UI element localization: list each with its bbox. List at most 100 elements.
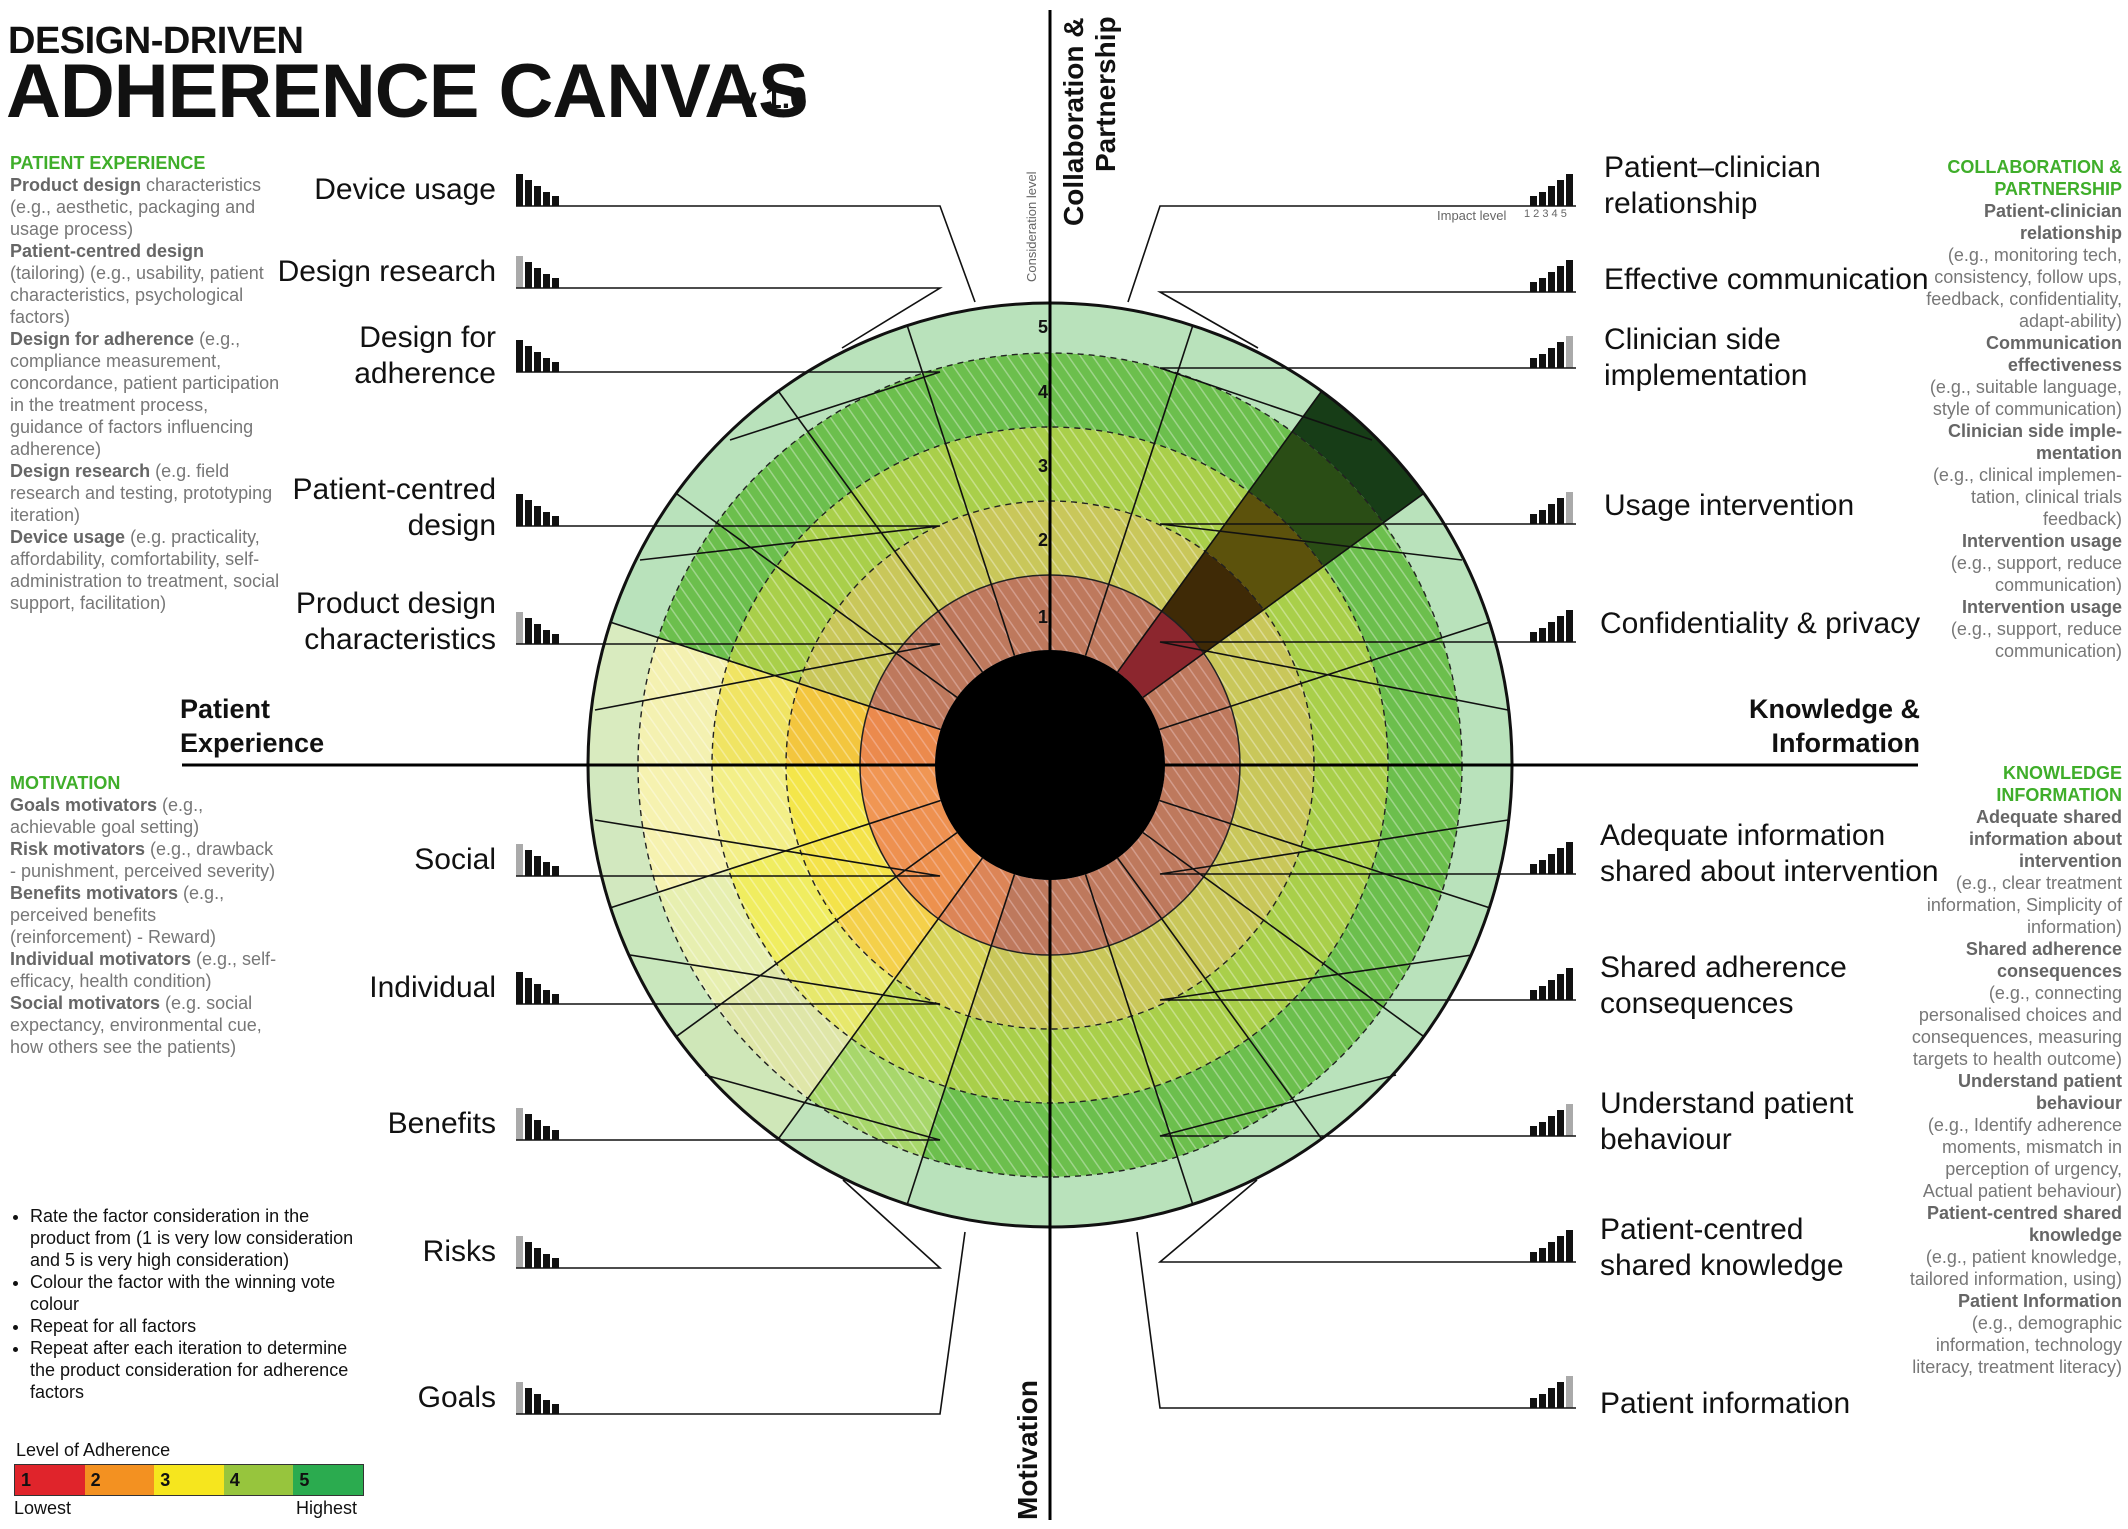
impact-level-icon: [552, 634, 559, 644]
hatch-overlay: [1050, 501, 1132, 585]
hatch-overlay: [1154, 373, 1293, 492]
ring-sector: [1248, 431, 1384, 567]
leader-line: [516, 1179, 943, 1269]
leader-line: [1127, 205, 1576, 303]
sector-divider: [675, 831, 958, 1038]
hatch-overlay: [1159, 706, 1240, 765]
impact-level-icon: [1548, 272, 1555, 292]
hatch-overlay: [1050, 1016, 1155, 1103]
impact-level-icon: [516, 340, 523, 372]
motivation-heading: MOTIVATION: [10, 773, 121, 793]
impact-level-icon: [1566, 260, 1573, 292]
pe-item: Product design characteristics (e.g., ae…: [10, 175, 262, 239]
impact-level-icon: [552, 362, 559, 372]
impact-level-icon: [543, 192, 550, 206]
impact-level-icon: [543, 512, 550, 526]
sector-divider: [1116, 857, 1323, 1140]
impact-level-icon: [1548, 504, 1555, 524]
pe-item: Design research (e.g. field research and…: [10, 461, 273, 525]
impact-level-icon: [1539, 192, 1546, 206]
hatch-overlay: [712, 660, 799, 765]
legend-level-3: 3: [154, 1465, 224, 1495]
impact-level-icon: [543, 990, 550, 1004]
patient-experience-description: PATIENT EXPERIENCE Product design charac…: [10, 152, 280, 614]
sector-divider: [777, 390, 984, 673]
hatch-overlay: [991, 874, 1050, 956]
impact-level-icon: [543, 274, 550, 288]
quadrant-motivation: Motivation: [1012, 1380, 1043, 1520]
hatch-overlay: [945, 427, 1050, 514]
factor-social: Social: [414, 843, 496, 876]
co-item: Patient-clinician relationship(e.g., mon…: [1926, 201, 2122, 331]
impact-level-icon: [1557, 266, 1564, 292]
leader-line: [1159, 954, 1576, 1001]
quadrant-left-line1: Patient: [180, 694, 271, 724]
pe-item: Design for adherence (e.g., compliance m…: [10, 329, 280, 459]
mo-item: Benefits motivators (e.g., perceived ben…: [10, 883, 225, 947]
leader-line: [1159, 641, 1576, 711]
hatch-overlay: [1117, 832, 1204, 919]
hatch-overlay: [1230, 765, 1315, 847]
impact-level-icon: [534, 186, 541, 206]
factor-risks: Risks: [422, 1235, 496, 1268]
hatch-overlay: [1159, 765, 1240, 824]
leader-line: [1156, 291, 1576, 349]
factor-confidentiality-privacy: Confidentiality & privacy: [1600, 607, 1921, 640]
hatch-overlay: [991, 575, 1050, 656]
hatch-overlay: [807, 1038, 946, 1157]
hatch-overlay: [798, 609, 897, 707]
impact-level-icon: [1530, 358, 1537, 368]
impact-level-icon: [534, 268, 541, 288]
knowledge-heading-line1: KNOWLEDGE: [2003, 763, 2122, 783]
impact-level-icon: [1566, 610, 1573, 642]
ring-number: 4: [1038, 382, 1048, 402]
impact-level-icon: [543, 358, 550, 372]
impact-level-icon: [525, 1388, 532, 1414]
impact-level-icon: [1566, 336, 1573, 368]
leader-line: [516, 371, 941, 441]
sector-divider: [1084, 874, 1194, 1205]
impact-level-icon: [534, 1120, 541, 1140]
hatch-overlay: [968, 945, 1050, 1029]
hatch-overlay: [776, 920, 895, 1039]
instruction-item: Repeat for all factors: [30, 1315, 374, 1337]
leader-line: [516, 1074, 941, 1141]
hatch-overlay: [1050, 874, 1109, 956]
ring-sector: [1050, 1156, 1193, 1227]
impact-level-icon: [534, 1394, 541, 1414]
impact-level-icon: [1539, 1394, 1546, 1408]
hatch-overlay: [786, 765, 870, 847]
legend-title: Level of Adherence: [16, 1440, 171, 1460]
sector-divider: [777, 857, 984, 1140]
ring-sector: [676, 1007, 808, 1139]
factor-usage-intervention: Usage intervention: [1604, 489, 1855, 522]
impact-level-icon: [1539, 986, 1546, 1000]
patient-experience-heading: PATIENT EXPERIENCE: [10, 153, 206, 173]
quadrant-collaboration-line2: Partnership: [1090, 16, 1121, 172]
hatch-overlay: [922, 1086, 1050, 1177]
impact-level-icon: [552, 196, 559, 206]
hatch-overlay: [776, 491, 895, 610]
leader-line: [516, 1231, 966, 1415]
hatch-overlay: [1085, 858, 1162, 946]
impact-level-icon: [552, 1404, 559, 1414]
impact-level-icon: [534, 352, 541, 372]
factor-design-research: Design research: [277, 255, 496, 288]
impact-level-icon: [525, 262, 532, 288]
impact-level-icon: [543, 1254, 550, 1268]
hatch-overlay: [716, 963, 852, 1099]
leader-line: [1159, 367, 1576, 441]
impact-level-icon: [516, 972, 523, 1004]
impact-level-icon: [1557, 1382, 1564, 1408]
impact-level-icon: [525, 500, 532, 526]
impact-level-icon: [1566, 842, 1573, 874]
legend-highest-label: Highest: [296, 1498, 358, 1518]
leader-line: [516, 287, 943, 349]
hatch-overlay: [807, 373, 946, 492]
